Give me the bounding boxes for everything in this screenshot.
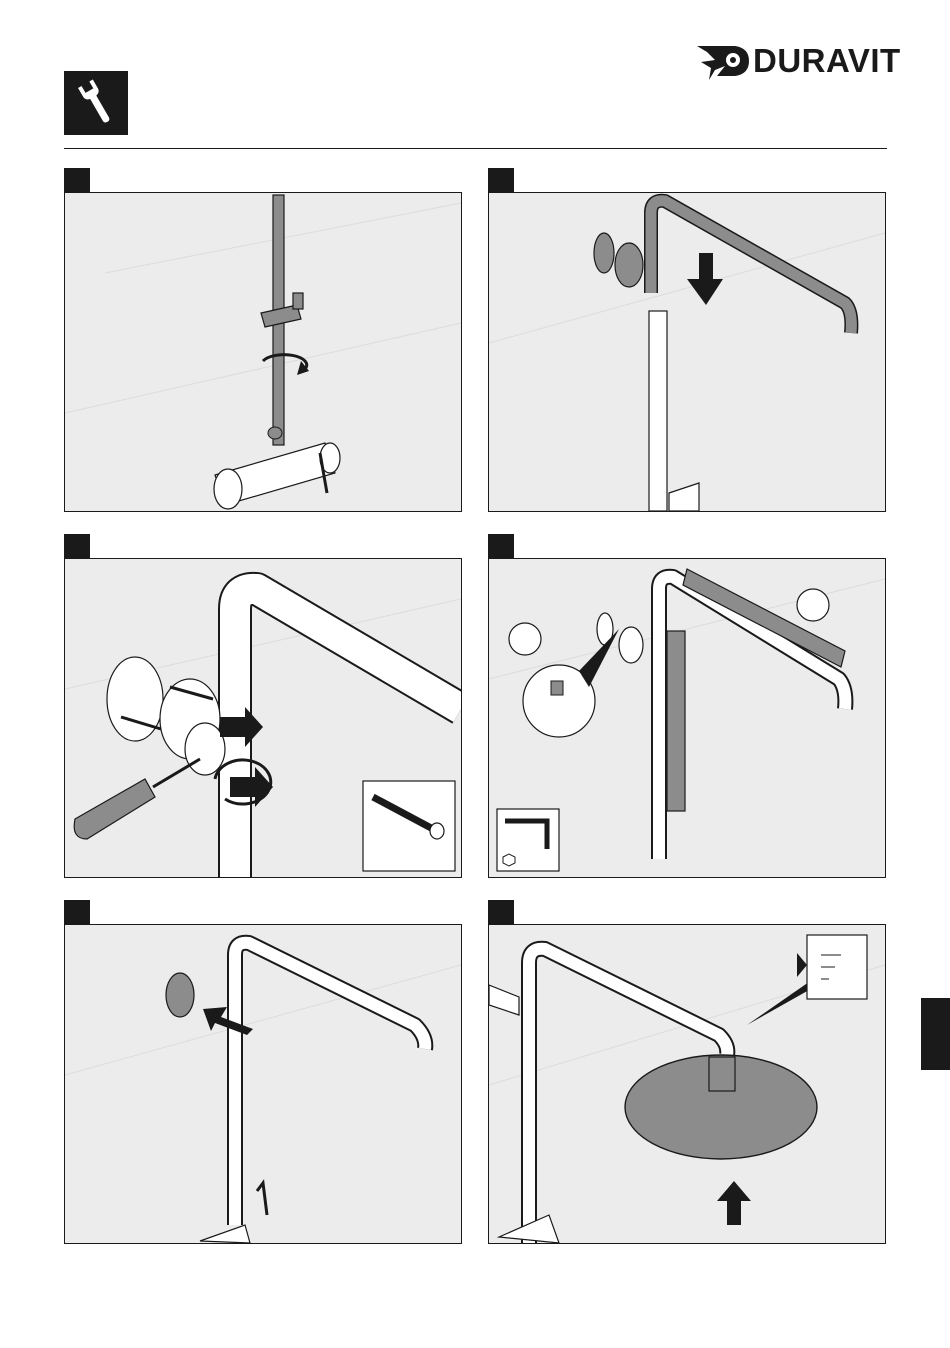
step-2 <box>488 168 886 520</box>
header-divider <box>64 148 887 149</box>
step-3 <box>64 534 462 886</box>
section-tab <box>921 998 950 1070</box>
step-6-illustration <box>488 924 886 1244</box>
step-number-6 <box>488 900 514 924</box>
brand-name: DURAVIT <box>753 42 901 80</box>
step-1 <box>64 168 462 520</box>
step-5 <box>64 900 462 1252</box>
step-2-illustration <box>488 192 886 512</box>
step-number-2 <box>488 168 514 192</box>
step-6 <box>488 900 886 1252</box>
step-1-illustration <box>64 192 462 512</box>
duravit-logo: DURAVIT <box>695 40 890 82</box>
step-number-5 <box>64 900 90 924</box>
duravit-bird-icon <box>695 40 753 82</box>
step-4 <box>488 534 886 886</box>
hex-key-icon <box>497 809 559 871</box>
step-number-1 <box>64 168 90 192</box>
step-5-illustration <box>64 924 462 1244</box>
wrench-icon <box>64 71 128 135</box>
document-icon <box>807 935 867 999</box>
step-number-4 <box>488 534 514 558</box>
step-4-illustration <box>488 558 886 878</box>
step-3-illustration <box>64 558 462 878</box>
step-number-3 <box>64 534 90 558</box>
